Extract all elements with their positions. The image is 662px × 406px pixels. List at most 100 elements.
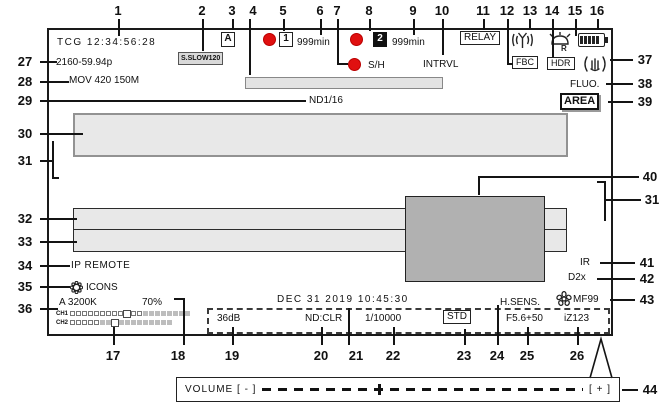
leader-line — [249, 19, 251, 76]
callout-number-28: 28 — [17, 74, 33, 89]
meter-segment — [106, 311, 111, 316]
meter-segment — [76, 311, 81, 316]
leader-line — [413, 19, 415, 36]
gear-icon — [70, 281, 83, 294]
callout-number-8: 8 — [365, 3, 373, 18]
callout-number-26: 26 — [569, 348, 585, 363]
meter-segment — [118, 311, 123, 316]
screen-frame — [47, 28, 613, 336]
ch2-label: CH2 — [56, 319, 69, 326]
callout-number-40: 40 — [642, 169, 658, 184]
icons-label: ICONS — [86, 282, 118, 293]
callout-number-19: 19 — [224, 348, 240, 363]
meter-segment — [173, 311, 178, 316]
callout-number-22: 22 — [385, 348, 401, 363]
callout-number-38: 38 — [637, 76, 653, 91]
leader-line — [478, 176, 480, 196]
leader-line — [40, 61, 57, 63]
image-stabilizer-icon — [584, 56, 606, 72]
leader-line — [606, 83, 633, 85]
leader-line — [40, 308, 58, 310]
leader-line — [118, 19, 120, 37]
meter-segment — [94, 311, 99, 316]
shutter-value: 1/10000 — [365, 313, 402, 324]
interval-rec-label: INTRVL — [423, 59, 459, 70]
ip-remote-label: IP REMOTE — [71, 260, 131, 271]
relay-rec-badge: RELAY — [460, 31, 501, 45]
callout-number-4: 4 — [249, 3, 257, 18]
callout-number-10: 10 — [434, 3, 450, 18]
super-slow-badge: S.SLOW120 — [178, 52, 224, 65]
callout-number-3: 3 — [228, 3, 236, 18]
leader-line — [337, 19, 339, 64]
leader-line — [40, 241, 77, 243]
callout-number-7: 7 — [333, 3, 341, 18]
callout-number-34: 34 — [17, 258, 33, 273]
slot1-remaining-time: 999min — [297, 37, 330, 48]
meter-peak-marker — [123, 309, 131, 318]
datetime-display: DEC 31 2019 10:45:30 — [277, 294, 409, 305]
volume-plus-label: [ + ] — [589, 384, 611, 395]
slot1-number-badge: 1 — [279, 32, 293, 47]
leader-line — [483, 19, 485, 31]
leader-line — [183, 298, 185, 346]
meter-segment — [94, 320, 99, 325]
leader-line — [610, 299, 635, 301]
callout-number-16: 16 — [589, 3, 605, 18]
audio-meter-ch1: CH1 — [56, 309, 190, 318]
meter-segment — [82, 320, 87, 325]
meter-segment — [149, 311, 154, 316]
leader-line — [232, 327, 234, 346]
callout-number-6: 6 — [316, 3, 324, 18]
meter-segment — [70, 320, 75, 325]
leader-line — [478, 176, 639, 178]
callout-number-27: 27 — [17, 54, 33, 69]
meter-segment — [155, 311, 160, 316]
leader-line — [597, 278, 635, 280]
callout-number-13: 13 — [522, 3, 538, 18]
leader-line — [507, 19, 509, 64]
callout-number-29: 29 — [17, 93, 33, 108]
leader-line — [40, 81, 69, 83]
settings-strip — [207, 308, 610, 334]
callout-number-15: 15 — [567, 3, 583, 18]
callout-number-37: 37 — [637, 52, 653, 67]
callout-number-5: 5 — [279, 3, 287, 18]
meter-segment — [161, 320, 166, 325]
scene-file-badge: STD — [443, 310, 471, 324]
slot2-number-badge: 2 — [373, 32, 387, 47]
callout-number-11: 11 — [476, 3, 490, 18]
leader-line — [604, 181, 606, 222]
nd-filter-value: ND:CLR — [305, 313, 343, 324]
callout-number-1: 1 — [114, 3, 122, 18]
meter-segment — [149, 320, 154, 325]
leader-line — [577, 327, 579, 346]
callout-number-42: 42 — [639, 271, 655, 286]
leader-line — [202, 19, 204, 52]
callout-number-25: 25 — [519, 348, 535, 363]
meter-segment — [76, 320, 81, 325]
focus-value-label: 70% — [142, 297, 163, 308]
meter-segment — [143, 311, 148, 316]
meter-segment — [119, 320, 124, 325]
leader-line — [369, 19, 371, 32]
leader-line — [507, 63, 513, 65]
leader-line — [113, 327, 115, 346]
meter-segment — [88, 311, 93, 316]
timecode-display: TCG 12:34:56:28 — [57, 37, 157, 48]
iris-value: F5.6+50 — [506, 313, 543, 324]
manual-focus-flower-icon — [556, 291, 572, 306]
record-dot-slot1 — [263, 33, 276, 46]
meter-segment — [131, 311, 136, 316]
leader-line — [393, 327, 395, 346]
callout-number-2: 2 — [198, 3, 206, 18]
callout-number-44: 44 — [642, 382, 658, 397]
codec-label: MOV 420 150M — [69, 75, 140, 86]
callout-number-9: 9 — [409, 3, 417, 18]
leader-line — [320, 19, 322, 36]
meter-segment — [112, 311, 117, 316]
leader-line — [40, 133, 83, 135]
meter-segment — [100, 311, 105, 316]
leader-line — [174, 298, 183, 300]
